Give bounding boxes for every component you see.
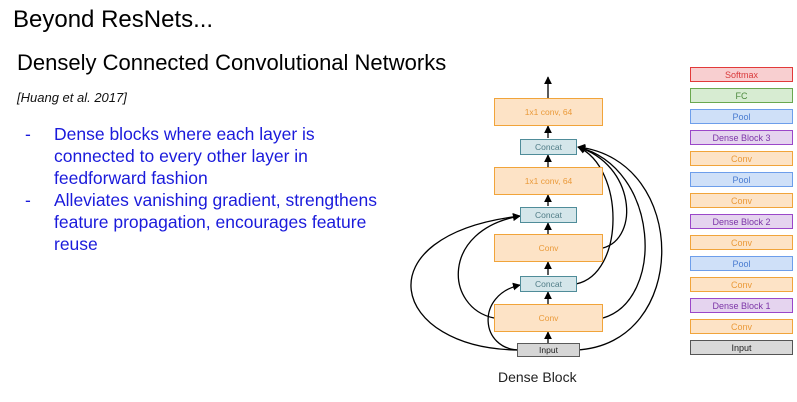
skip-conv2-to-concat3 [577,145,628,249]
bullet-item: - Dense blocks where each layer is conne… [20,123,380,189]
arch-layer-dense: Dense Block 3 [690,130,793,145]
diagram-caption: Dense Block [498,369,577,385]
bullet-list: - Dense blocks where each layer is conne… [20,123,380,255]
skip-conv1-to-concat2 [457,213,521,319]
node-conv-2: Conv [494,234,603,262]
slide-subtitle: Densely Connected Convolutional Networks [17,50,447,75]
node-conv-1: Conv [494,304,603,332]
node-concat-2: Concat [520,207,577,223]
bullet-text: Dense blocks where each layer is connect… [54,124,315,188]
node-input: Input [517,343,580,357]
node-concat-1: Concat [520,276,577,292]
citation: [Huang et al. 2017] [17,90,127,105]
arch-layer-conv: Conv [690,319,793,334]
node-1x1-conv-2: 1x1 conv, 64 [494,98,603,126]
arch-layer-conv: Conv [690,193,793,208]
bullet-dash: - [25,190,31,210]
skip-input-to-concat3 [575,143,663,351]
arch-layer-softmax: Softmax [690,67,793,82]
arch-layer-conv: Conv [690,277,793,292]
skip-input-to-concat1 [487,282,521,351]
skip-input-to-concat2 [410,212,521,351]
bullet-dash: - [25,124,31,144]
node-1x1-conv-1: 1x1 conv, 64 [494,167,603,195]
arch-layer-pool: Pool [690,172,793,187]
arch-layer-fc: FC [690,88,793,103]
arch-layer-pool: Pool [690,256,793,271]
skip-concat1-to-concat3 [575,146,614,285]
arch-layer-conv: Conv [690,235,793,250]
node-concat-3: Concat [520,139,577,155]
slide-title: Beyond ResNets... [13,6,214,33]
skip-conv1-to-concat3 [577,144,646,319]
bullet-text: Alleviates vanishing gradient, strengthe… [54,190,377,254]
arch-layer-conv: Conv [690,151,793,166]
arch-layer-dense: Dense Block 2 [690,214,793,229]
bullet-item: - Alleviates vanishing gradient, strengt… [20,189,380,255]
arch-layer-dense: Dense Block 1 [690,298,793,313]
arch-layer-input: Input [690,340,793,355]
arch-layer-pool: Pool [690,109,793,124]
